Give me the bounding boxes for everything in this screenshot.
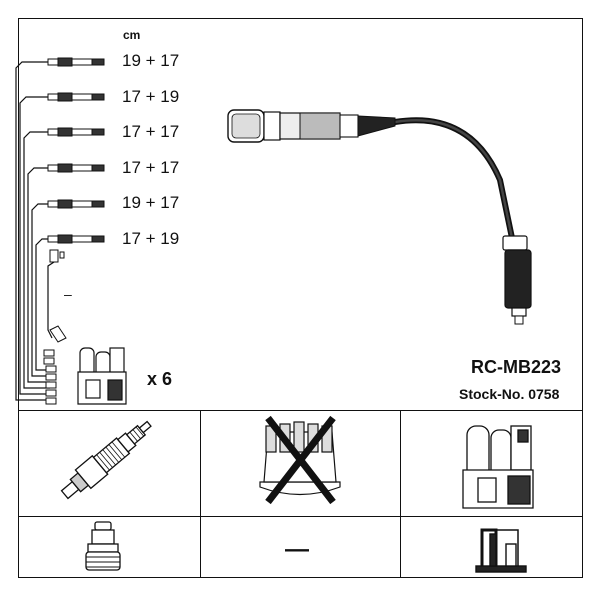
no-accessory-dash: — — [285, 536, 309, 563]
coil-terminal-icon — [475, 528, 527, 573]
boot-3 — [47, 127, 105, 137]
divider-vertical-left — [200, 410, 201, 578]
divider-horizontal-top — [18, 410, 583, 411]
boot-6 — [47, 234, 105, 244]
boot-1 — [47, 57, 105, 67]
stock-number: Stock-No. 0758 — [459, 386, 560, 402]
plug-connector-icon — [85, 521, 121, 571]
cable-length-2: 17 + 19 — [122, 87, 180, 106]
ignition-lead-drawing — [227, 109, 532, 325]
part-number: RC-MB223 — [471, 357, 562, 377]
coil-cable-dash: – — [64, 286, 72, 302]
boot-2 — [47, 92, 105, 102]
boot-5 — [47, 199, 105, 209]
diagram-frame — [18, 18, 583, 578]
connector-boots — [47, 57, 105, 244]
ignition-coil-icon — [462, 425, 534, 509]
terminal-ends — [43, 349, 57, 405]
distributor-cap-crossed-icon — [259, 415, 341, 505]
quantity-label: x 6 — [147, 369, 173, 389]
cable-length-4: 17 + 17 — [122, 158, 180, 177]
divider-horizontal-bottom — [18, 516, 583, 517]
spark-plug-icon — [60, 420, 152, 500]
small-coil-icon — [77, 347, 127, 405]
cable-length-6: 17 + 19 — [122, 229, 180, 248]
coil-cable-ends — [49, 249, 67, 343]
unit-label: cm — [123, 28, 141, 42]
boot-4 — [47, 163, 105, 173]
cable-length-3: 17 + 17 — [122, 122, 180, 141]
cable-length-1: 19 + 17 — [122, 51, 180, 70]
cable-length-5: 19 + 17 — [122, 193, 180, 212]
cable-bundle — [15, 61, 55, 401]
divider-vertical-right — [400, 410, 401, 578]
